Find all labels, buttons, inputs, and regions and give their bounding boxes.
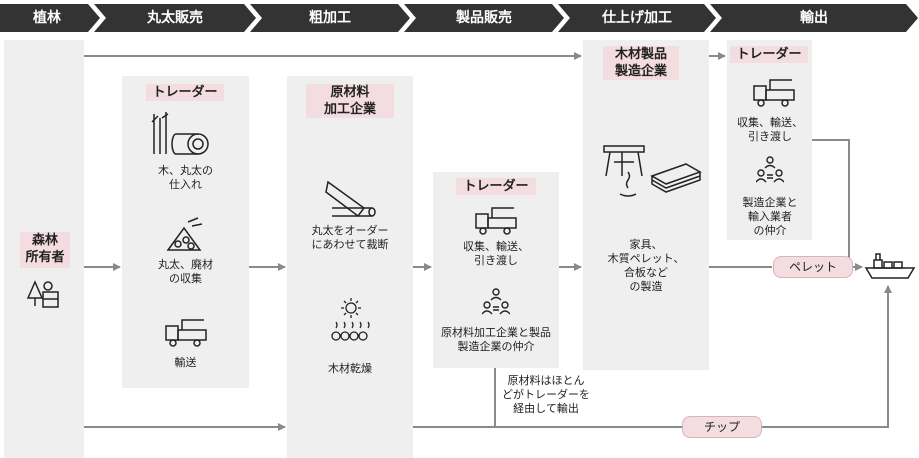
stage-chevron-1: [0, 4, 100, 32]
arrow-trader-export-to-ship: [812, 139, 850, 258]
trader-products-title: トレーダー: [456, 178, 536, 195]
column-trader-products: [433, 172, 559, 368]
stage-finishing: 仕上げ加工: [602, 10, 672, 26]
stage-product-sales: 製品販売: [456, 10, 512, 26]
column-manufacturer: [583, 40, 709, 370]
trader-export-item-2: 製造企業と 輸入業者 の仲介: [742, 196, 798, 237]
trader-logs-title: トレーダー: [146, 84, 224, 101]
collection-pile-icon: [166, 217, 203, 251]
furniture-plank-icon: [603, 145, 702, 197]
stage-header: 植林 丸太販売 粗加工 製品販売 仕上げ加工 輸出: [0, 0, 919, 36]
broker-people-icon: [756, 156, 784, 183]
trader-logs-item-2: 丸太、廃材 の収集: [158, 258, 213, 285]
truck-icon: [753, 79, 795, 107]
stage-chevron-3: [250, 4, 410, 32]
stage-log-sales: 丸太販売: [147, 10, 203, 26]
stage-chevron-5: [558, 4, 716, 32]
column-trader-logs: [122, 76, 249, 388]
stage-export: 輸出: [800, 10, 828, 26]
pellet-label: ペレット: [773, 256, 853, 278]
sun-icon: [341, 298, 361, 318]
stage-chevrons: [0, 4, 918, 32]
ship-icon: [864, 253, 916, 279]
trader-export-title: トレーダー: [730, 46, 808, 63]
manufacturer-title: 木材製品 製造企業: [603, 46, 679, 80]
trader-products-item-2: 原材料加工企業と製品 製造企業の仲介: [441, 326, 551, 353]
truck-icon: [475, 207, 517, 235]
logs-icon: [151, 112, 209, 155]
stage-planting: 植林: [33, 10, 61, 26]
export-note: 原材料はほとん どがトレーダーを 経由して輸出: [502, 374, 590, 415]
trader-export-item-1: 収集、輸送、 引き渡し: [737, 116, 803, 143]
forest-owner-title: 森林 所有者: [20, 232, 70, 268]
stage-chevron-4: [404, 4, 564, 32]
stage-chevron-6: [710, 4, 918, 32]
trader-logs-item-3: 輸送: [174, 356, 197, 369]
manufacturer-item-1: 家具、 木質ペレット、 合板など の製造: [607, 238, 685, 293]
broker-people-icon: [482, 288, 510, 315]
forest-icon: [26, 280, 59, 308]
stage-rough-processing: 粗加工: [309, 10, 351, 26]
column-processor: [287, 76, 413, 458]
trader-logs-item-1: 木、丸太の 仕入れ: [158, 164, 213, 191]
column-trader-export: [727, 40, 812, 240]
processor-item-2: 木材乾燥: [328, 362, 372, 375]
processor-item-1: 丸太をオーダー にあわせて裁断: [311, 224, 389, 251]
wood-drying-icon: [331, 321, 370, 341]
processor-title: 原材料 加工企業: [306, 84, 394, 118]
stage-chevron-2: [94, 4, 256, 32]
chip-label: チップ: [682, 416, 762, 438]
arrow-chip-to-ship: [762, 285, 892, 428]
saw-log-icon: [325, 180, 376, 218]
trader-products-item-1: 収集、輸送、 引き渡し: [463, 240, 529, 267]
truck-icon: [165, 319, 207, 347]
